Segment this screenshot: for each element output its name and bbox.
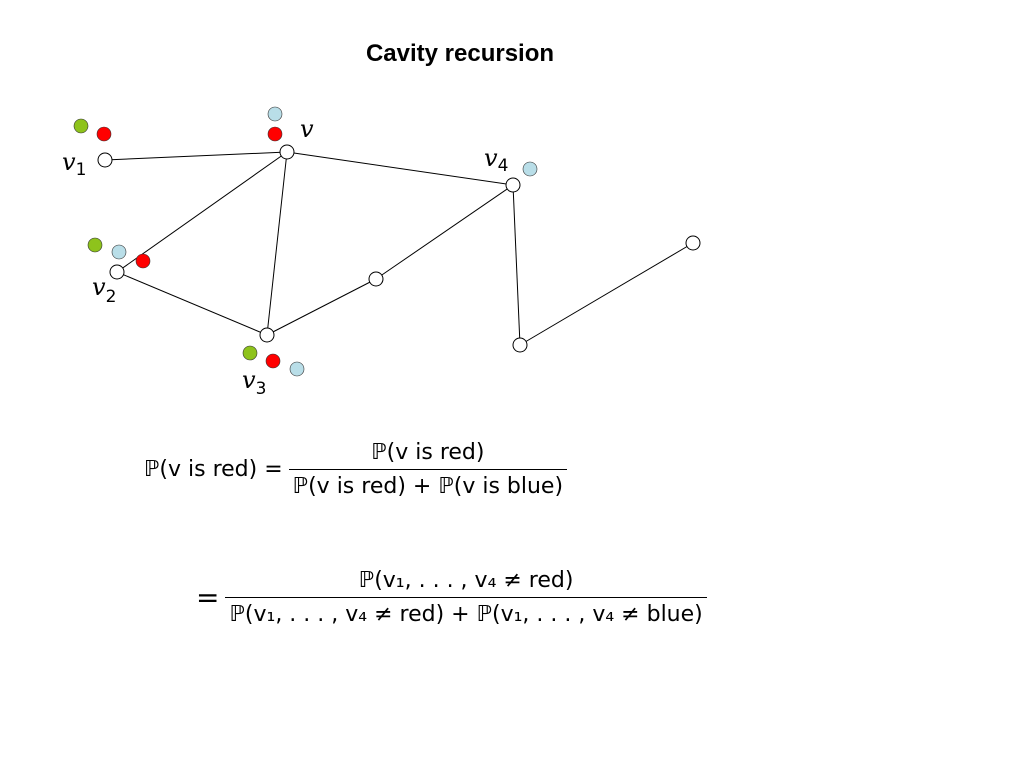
equation-1-denominator: ℙ(v is red) + ℙ(v is blue): [288, 469, 568, 499]
edge-v-v4: [286, 151, 514, 186]
equation-1: ℙ(v is red) = ℙ(v is red) ℙ(v is red) + …: [144, 440, 568, 499]
dot-red-v1: [96, 126, 112, 142]
edge-v4-bottom: [512, 184, 521, 346]
label-v: v: [300, 115, 314, 143]
dot-green-v1: [73, 118, 89, 134]
dot-blue-v: [267, 106, 283, 122]
edge-v1-v: [104, 151, 288, 161]
node-v1: [97, 152, 113, 168]
equation-2-denominator: ℙ(v₁, . . . , v₄ ≠ red) + ℙ(v₁, . . . , …: [225, 597, 707, 627]
edge-v-v2: [116, 151, 288, 273]
node-mid: [368, 271, 384, 287]
dot-red-v3: [265, 353, 281, 369]
edge-v3-mid: [266, 278, 377, 336]
dot-blue-v3: [289, 361, 305, 377]
equation-2-lhs: =: [196, 581, 220, 614]
label-v3: v3: [242, 366, 266, 399]
equation-1-fraction: ℙ(v is red) ℙ(v is red) + ℙ(v is blue): [288, 440, 568, 499]
equation-2-numerator: ℙ(v₁, . . . , v₄ ≠ red): [358, 568, 574, 593]
dot-red-v: [267, 126, 283, 142]
equation-1-numerator: ℙ(v is red): [371, 440, 485, 465]
slide-title: Cavity recursion: [365, 40, 555, 67]
dot-blue-v4: [522, 161, 538, 177]
dot-green-v3: [242, 345, 258, 361]
label-v2: v2: [92, 273, 116, 307]
equation-2: = ℙ(v₁, . . . , v₄ ≠ red) ℙ(v₁, . . . , …: [196, 568, 707, 627]
node-v4: [505, 177, 521, 193]
node-v: [279, 144, 295, 160]
edge-v2-v3: [116, 271, 268, 336]
node-v3: [259, 327, 275, 343]
edge-v-v3: [266, 151, 288, 336]
node-bottom: [512, 337, 528, 353]
dot-red-v2: [135, 253, 151, 269]
edge-mid-v4: [375, 184, 514, 280]
node-v2: [109, 264, 125, 280]
label-v4: v4: [484, 144, 508, 176]
label-v1: v1: [62, 148, 86, 180]
graph-diagram: v v1 v4 v2 v3: [62, 106, 701, 399]
edge-bottom-right: [519, 242, 694, 346]
dot-green-v2: [87, 237, 103, 253]
node-right: [685, 235, 701, 251]
equation-2-fraction: ℙ(v₁, . . . , v₄ ≠ red) ℙ(v₁, . . . , v₄…: [225, 568, 707, 627]
dot-blue-v2: [111, 244, 127, 260]
equation-1-lhs: ℙ(v is red) =: [144, 457, 283, 482]
